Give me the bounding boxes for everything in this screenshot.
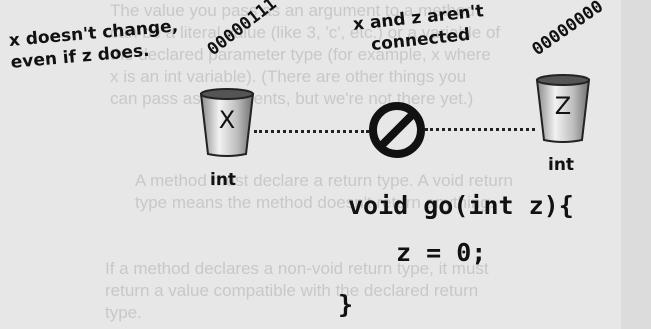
z-bits: 00000000 [529,0,608,60]
page-edge [621,0,651,329]
z-cup: Z [534,74,592,144]
x-label: X [198,106,256,134]
z-type-label: int [548,155,574,175]
dotted-connector-left [254,130,369,133]
faint-paragraph-3: If a method declares a non-void return t… [105,258,489,324]
dotted-connector-right [425,128,535,131]
x-cup: X [198,88,256,158]
code-assignment: z = 0; [396,238,486,267]
z-label: Z [534,92,592,120]
x-type-label: int [210,170,236,190]
code-method-signature: void go(int z){ [348,191,574,220]
prohibition-icon [367,100,427,160]
code-closing-brace: } [338,290,353,319]
